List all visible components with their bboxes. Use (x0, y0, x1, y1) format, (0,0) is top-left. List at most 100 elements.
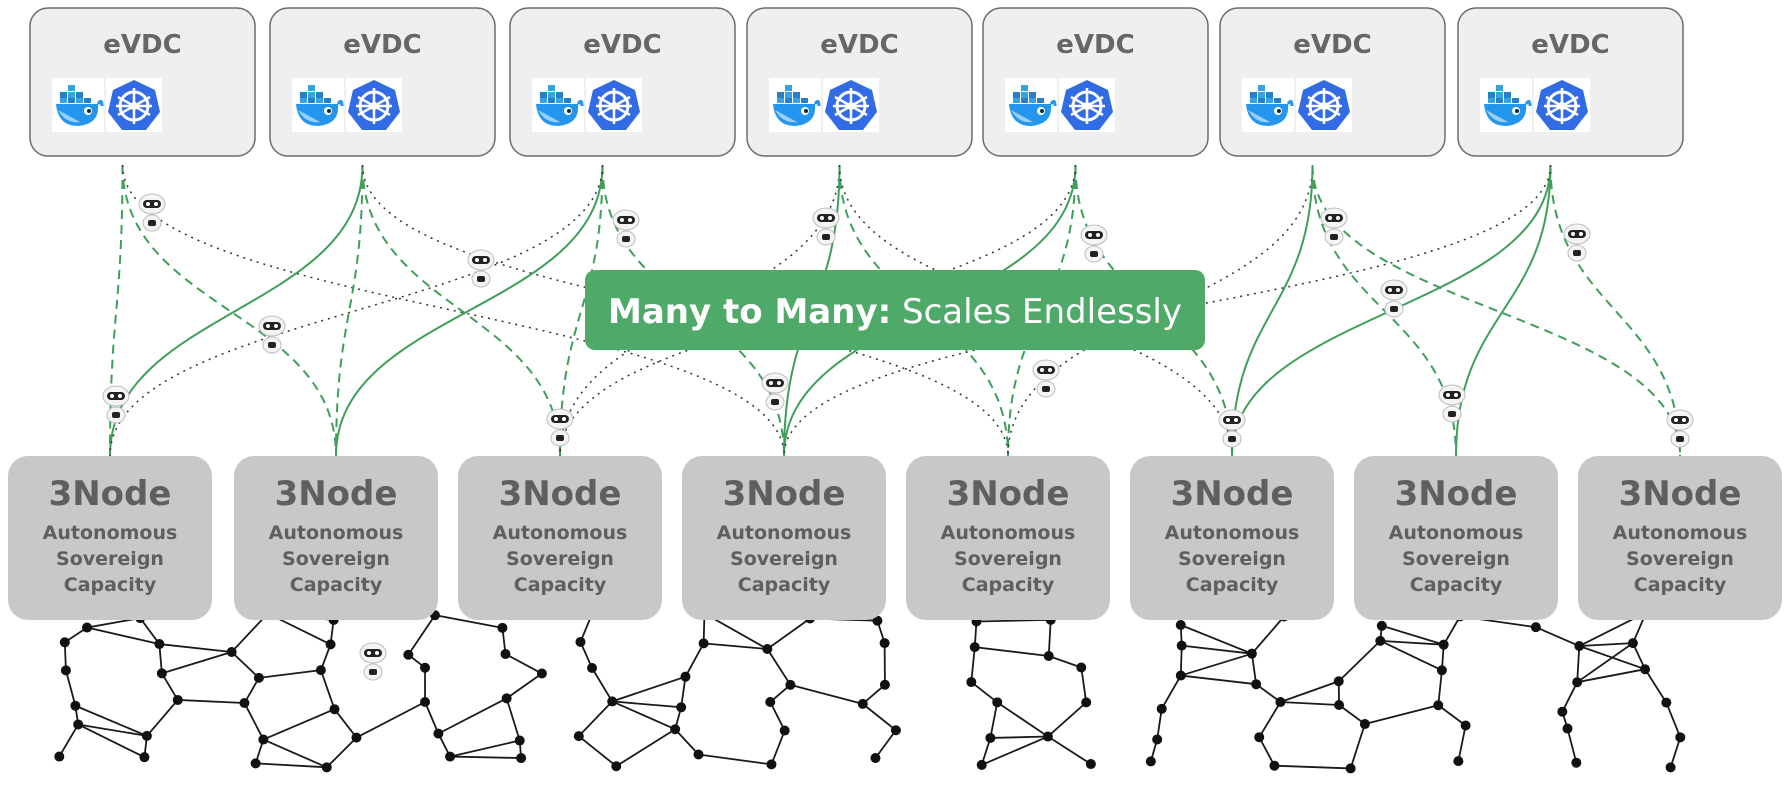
banner-light: Scales Endlessly (891, 292, 1182, 332)
connection-line (335, 164, 364, 457)
node-box-frame (1354, 456, 1558, 620)
mesh-link (1561, 681, 1578, 713)
mesh-node (445, 751, 456, 762)
mesh-node (607, 696, 618, 707)
node-title: 3Node (1171, 474, 1294, 514)
mesh-node (403, 649, 414, 660)
evdc-title: eVDC (1056, 30, 1134, 60)
mesh-node (785, 679, 796, 690)
mesh-node (70, 700, 81, 711)
connection-line (559, 164, 604, 457)
mesh-network (54, 606, 1686, 774)
mesh-link (1180, 624, 1253, 655)
mesh-node (1453, 756, 1464, 767)
robot-icon (1032, 359, 1060, 398)
mesh-link (1349, 723, 1366, 769)
node-subtitle-line: Capacity (290, 574, 383, 596)
mesh-node (1175, 670, 1186, 681)
mesh-link (790, 683, 863, 705)
mesh-link (177, 699, 245, 704)
node-title: 3Node (1395, 474, 1518, 514)
mesh-link (591, 667, 613, 702)
connection-line (783, 164, 1552, 457)
mesh-node (1145, 756, 1156, 767)
mesh-link (505, 698, 521, 741)
kubernetes-icon (1294, 76, 1354, 134)
evdc-title: eVDC (820, 30, 898, 60)
mesh-node (857, 698, 868, 709)
mesh-node (1359, 719, 1370, 730)
node-subtitle-line: Autonomous (269, 522, 404, 544)
mesh-node (1076, 662, 1087, 673)
docker-icon (50, 76, 106, 134)
node-subtitle-line: Autonomous (717, 522, 852, 544)
mesh-link (1338, 640, 1381, 682)
evdc-box: eVDC (509, 7, 736, 157)
connection-line (109, 164, 604, 457)
mesh-link (974, 646, 1049, 657)
connection-lines (109, 164, 1681, 457)
mesh-node (154, 639, 165, 650)
mesh-link (1338, 704, 1366, 725)
mesh-node (536, 668, 547, 679)
mesh-node (872, 615, 883, 626)
evdc-box: eVDC (29, 7, 256, 157)
mesh-link (1258, 736, 1276, 767)
connection-line (559, 164, 1077, 457)
robot-icon (1320, 207, 1348, 246)
node-box-frame (682, 456, 886, 620)
mesh-link (231, 651, 260, 679)
mesh-link (449, 739, 520, 758)
mesh-node (1460, 720, 1471, 731)
node-box-frame (234, 456, 438, 620)
docker-icon (1478, 76, 1534, 134)
mesh-node (779, 725, 790, 736)
mesh-link (1181, 644, 1252, 655)
node-subtitle-line: Sovereign (730, 548, 838, 570)
mesh-node (497, 622, 508, 633)
mesh-link (333, 708, 358, 739)
robot-icon (102, 385, 130, 424)
banner: Many to Many: Scales Endlessly (585, 270, 1205, 350)
mesh-link (1274, 764, 1351, 770)
mesh-link (1047, 619, 1052, 657)
node-subtitle-line: Capacity (1410, 574, 1503, 596)
mesh-link (356, 701, 426, 739)
mesh-node (1640, 664, 1651, 675)
mesh-node (516, 753, 527, 764)
mesh-link (1576, 645, 1581, 683)
mesh-node (433, 728, 444, 739)
mesh-node (698, 638, 709, 649)
connection-line (361, 164, 561, 457)
mesh-node (1345, 763, 1356, 774)
connection-line (1007, 164, 1314, 457)
mesh-node (762, 644, 773, 655)
robot-icon (359, 642, 387, 681)
mesh-link (437, 697, 508, 735)
mesh-link (407, 614, 436, 656)
node-title: 3Node (723, 474, 846, 514)
mesh-node (1436, 665, 1447, 676)
mesh-link (1437, 670, 1443, 706)
mesh-link (970, 647, 976, 683)
mesh-link (612, 700, 682, 709)
mesh-node (82, 622, 93, 633)
evdc-title: eVDC (103, 30, 181, 60)
connection-line (335, 164, 604, 457)
mesh-link (1576, 642, 1634, 683)
evdc-box: eVDC (269, 7, 496, 157)
node-subtitle-line: Capacity (514, 574, 607, 596)
mesh-node (966, 677, 977, 688)
banner-text: Many to Many: Scales Endlessly (608, 292, 1182, 332)
mesh-link (1579, 642, 1633, 647)
mesh-link (1180, 674, 1257, 686)
mesh-node (156, 668, 167, 679)
mesh-link (874, 729, 897, 759)
mesh-link (770, 730, 786, 765)
mesh-link (680, 676, 687, 708)
mesh-node (890, 725, 901, 736)
